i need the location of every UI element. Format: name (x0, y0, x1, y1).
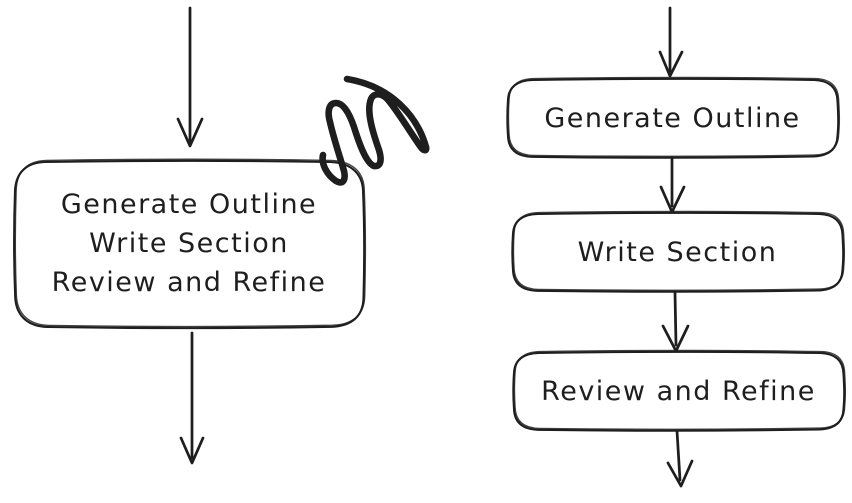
combined-node-label: Generate Outline Write Section Review an… (13, 163, 365, 323)
right-bottom-arrow-down-icon (666, 429, 694, 488)
scratch-out-scribble-icon (319, 75, 430, 186)
node-label-review-refine: Review and Refine (541, 375, 816, 407)
combined-node-line-2: Write Section (89, 227, 289, 259)
right-top-arrow-down-icon (658, 6, 684, 78)
combined-node-line-3: Review and Refine (51, 266, 327, 298)
node-label-generate-outline: Generate Outline (544, 102, 801, 134)
left-bottom-arrow-down-icon (179, 331, 205, 465)
node-label-write-section: Write Section (577, 237, 778, 268)
right-arrow-1-down-icon (659, 156, 686, 214)
left-top-arrow-down-icon (176, 6, 204, 148)
combined-node-line-1: Generate Outline (60, 188, 318, 220)
right-arrow-2-down-icon (661, 291, 690, 353)
